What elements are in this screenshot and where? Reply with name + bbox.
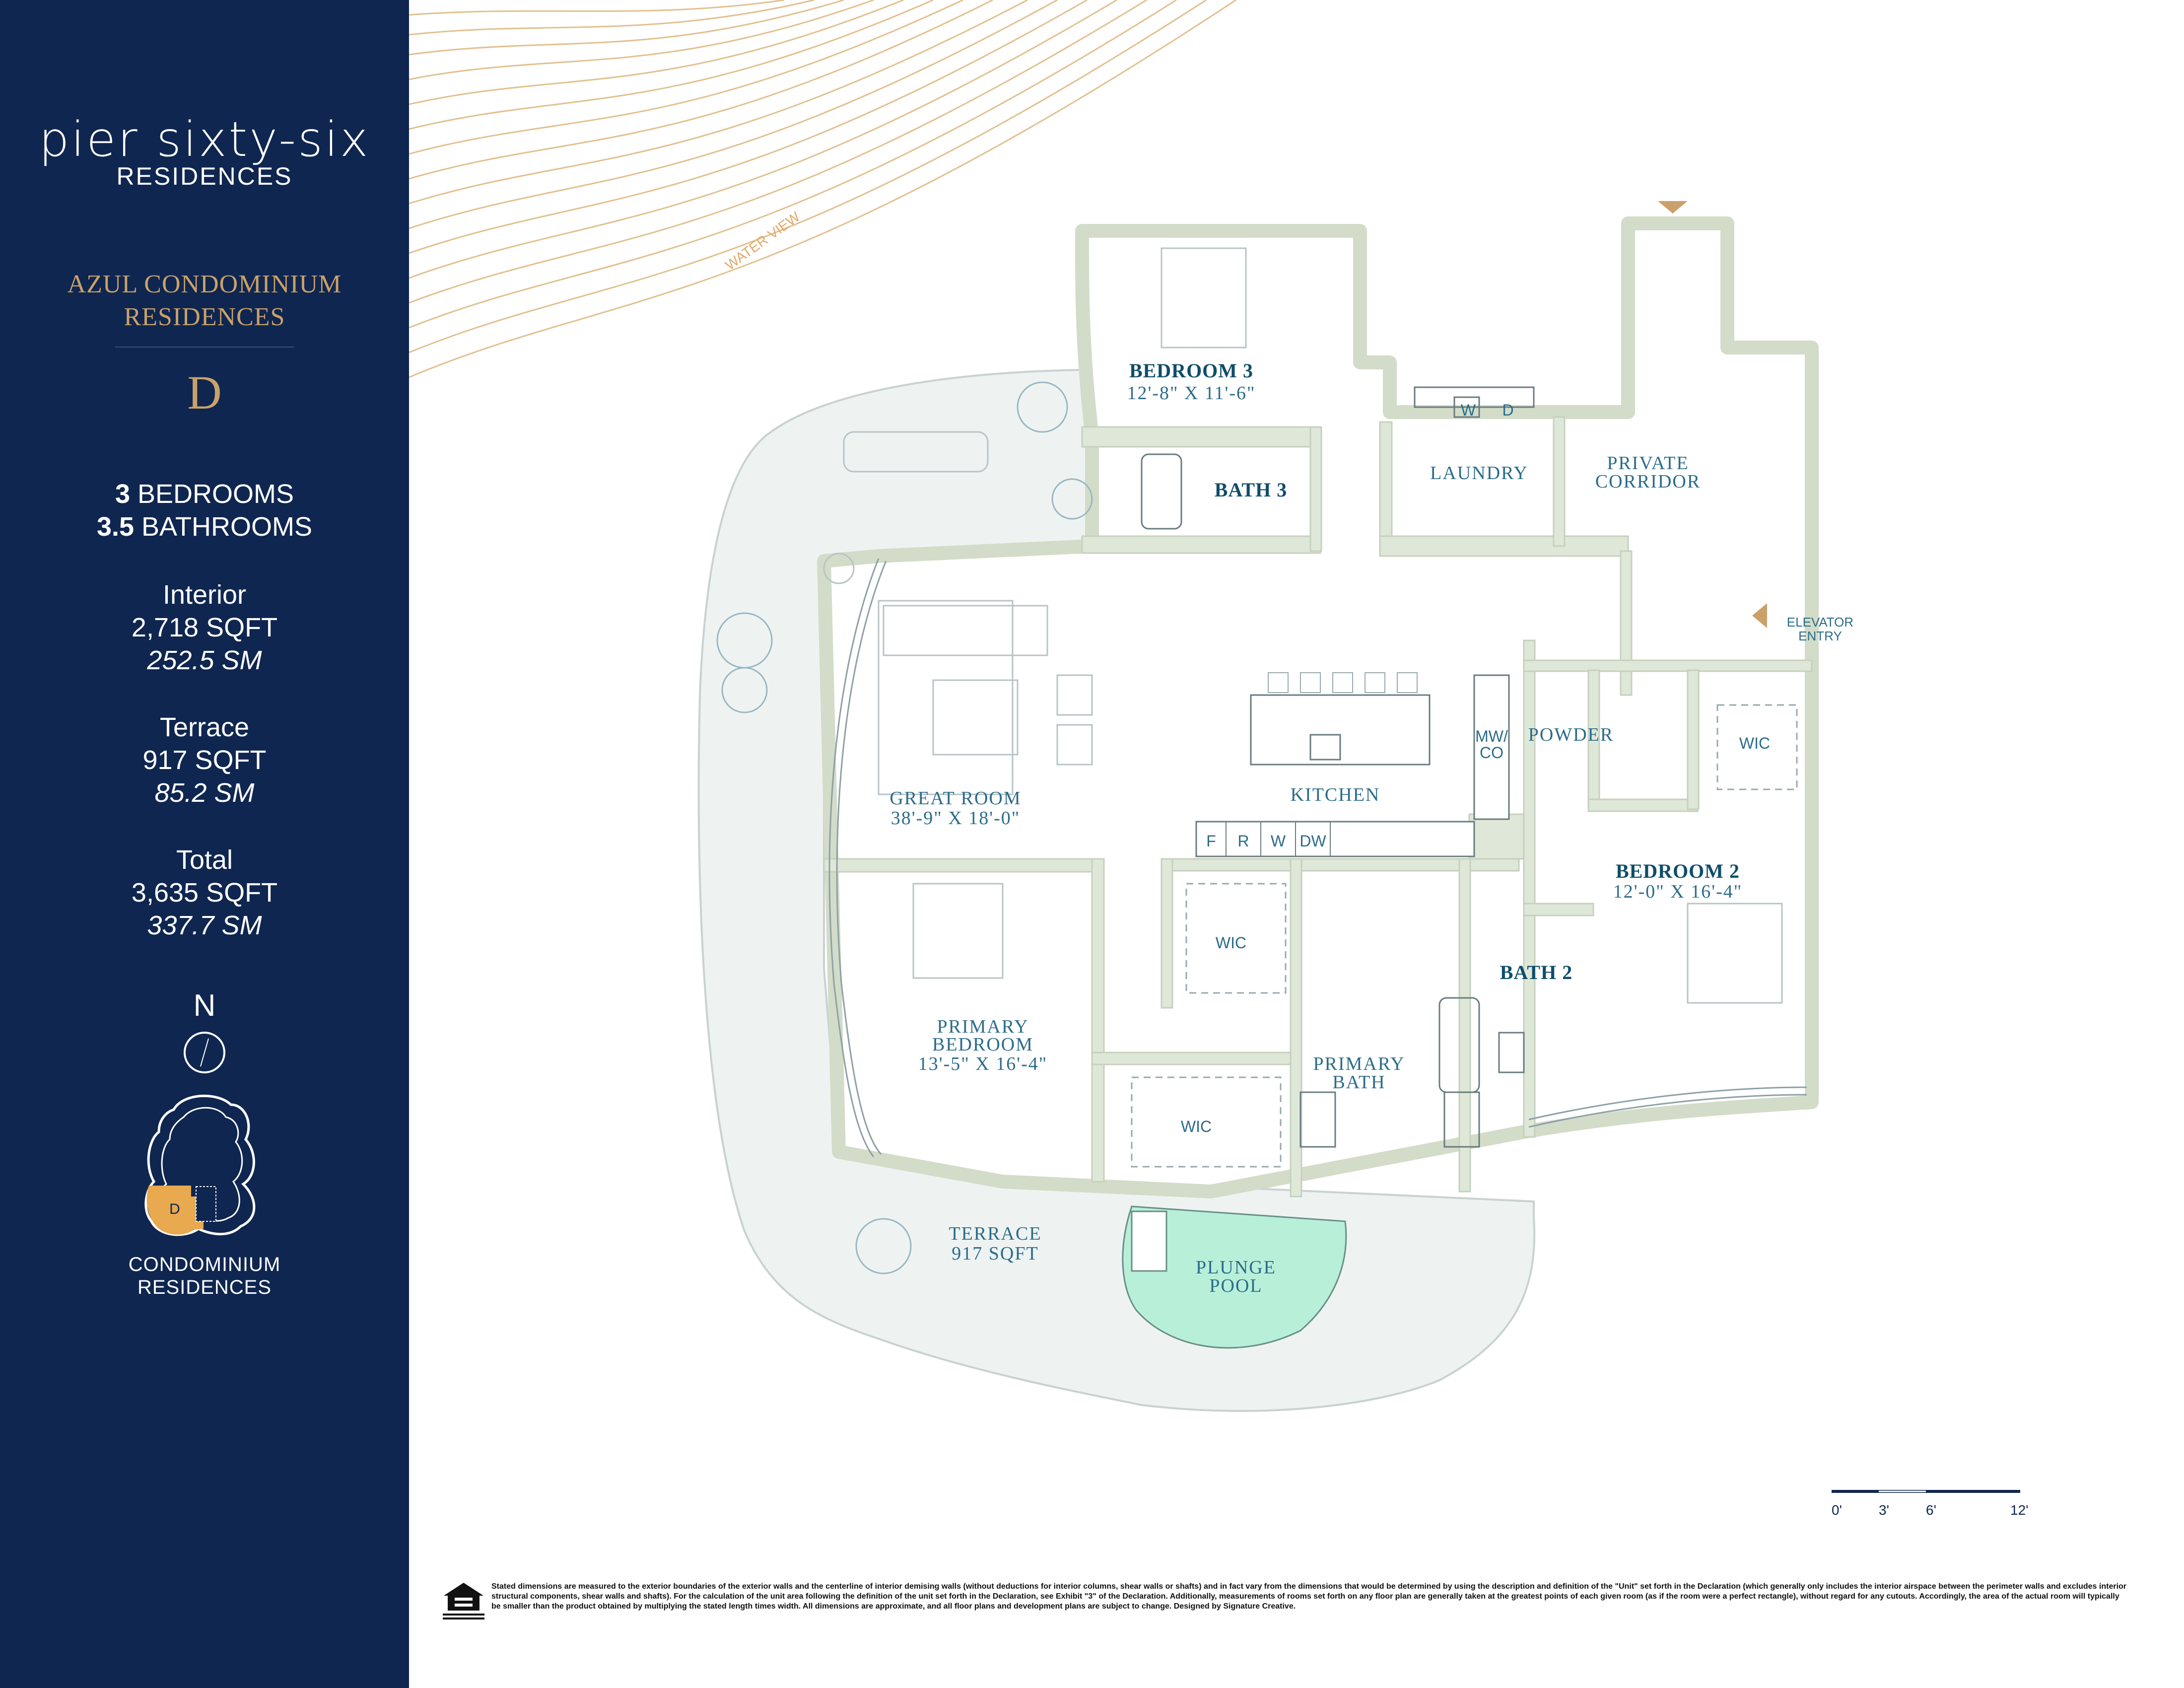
scale-label-0: 0' [1832, 1502, 1842, 1518]
plunge-pool [1122, 1205, 1347, 1349]
appliance-labels: F R W DW [1206, 822, 1331, 856]
legal-disclaimer: Stated dimensions are measured to the ex… [491, 1582, 2127, 1611]
unit-letter: D [187, 366, 222, 419]
bedroom3-dims: 12'-8" X 11'-6" [1127, 383, 1255, 404]
sidebar: pier sixty-six RESIDENCES AZUL CONDOMINI… [0, 0, 409, 1688]
beds [912, 247, 1783, 1004]
interior-sm: 252.5 SM [147, 645, 262, 675]
windows [828, 558, 1807, 1157]
entry-marker-icon [1658, 201, 1688, 213]
primary-bedroom-dims: 13'-5" X 16'-4" [918, 1054, 1047, 1074]
total-sm: 337.7 SM [147, 911, 262, 940]
plunge-pool-label-2: POOL [1209, 1275, 1262, 1296]
scale-label-6: 6' [1926, 1502, 1936, 1518]
bedroom2-dims: 12'-0" X 16'-4" [1613, 881, 1742, 902]
divider [115, 347, 294, 348]
total-label: Total [176, 845, 233, 875]
elevator-entry-label-2: ENTRY [1798, 629, 1842, 643]
bedroom2-label: BEDROOM 2 [1616, 860, 1740, 882]
kitchen-label: KITCHEN [1291, 784, 1380, 805]
bathrooms-stat: 3.5 BATHROOMS [96, 512, 313, 542]
mwco-label-2: CO [1480, 744, 1503, 762]
bath-fixtures [1141, 386, 1535, 1148]
great-room-dims: 38'-9" X 18'-0" [891, 808, 1020, 829]
bath3-label: BATH 3 [1215, 479, 1287, 501]
bedrooms-stat: 3 BEDROOMS [115, 479, 294, 509]
wic-label-primary: WIC [1216, 934, 1246, 952]
mwco-cabinet [1473, 674, 1510, 820]
elevator-entry-label-1: ELEVATOR [1787, 615, 1853, 630]
terrace-label: TERRACE [949, 1223, 1041, 1244]
equal-housing-logo [443, 1583, 484, 1619]
scale-label-12: 12' [2010, 1502, 2029, 1518]
plunge-pool-label-1: PLUNGE [1196, 1257, 1276, 1278]
primary-bath-label-2: BATH [1332, 1072, 1385, 1093]
brand-logo: pier sixty-six [39, 112, 370, 167]
terrace-area: 917 SQFT [952, 1243, 1038, 1264]
kitchen-counter [1195, 821, 1475, 857]
wic-label-primary-2: WIC [1181, 1118, 1212, 1135]
washer-label: W [1461, 401, 1476, 419]
private-corridor-label-2: CORRIDOR [1595, 471, 1701, 492]
collection-name: AZUL CONDOMINIUM RESIDENCES [67, 270, 342, 331]
appliance-w: W [1271, 832, 1286, 850]
appliance-dw: DW [1299, 832, 1326, 850]
terrace-sqft: 917 SQFT [142, 745, 267, 775]
interior-sqft: 2,718 SQFT [131, 613, 278, 642]
keyplan-label: CONDOMINIUM RESIDENCES [128, 1254, 281, 1298]
brand-subtitle: RESIDENCES [116, 162, 293, 190]
great-room-label: GREAT ROOM [889, 788, 1021, 809]
plant-icons [716, 381, 1093, 1274]
scale-label-3: 3' [1879, 1502, 1889, 1518]
terrace [697, 368, 1536, 1412]
svg-text:D: D [169, 1201, 180, 1217]
closets [1131, 704, 1798, 1168]
dryer-label: D [1502, 401, 1513, 419]
private-corridor-label-1: PRIVATE [1607, 453, 1689, 474]
interior-label: Interior [162, 580, 247, 610]
north-label: N [193, 988, 216, 1023]
scale-bar: 0' 3' 6' 12' [1832, 1490, 2029, 1518]
primary-bedroom-label-1: PRIMARY [937, 1016, 1028, 1037]
total-sqft: 3,635 SQFT [131, 878, 278, 908]
water-view-label: WATER VIEW [722, 209, 803, 273]
bath2-label: BATH 2 [1500, 961, 1572, 984]
kitchen-island [1250, 672, 1431, 766]
floor-plan: WATER VIEW [409, 0, 1853, 1412]
keyplan-map: D [144, 1094, 256, 1236]
primary-bedroom-label-2: BEDROOM [932, 1034, 1033, 1055]
wic-label-bedroom2: WIC [1739, 734, 1770, 752]
laundry-label: LAUNDRY [1430, 463, 1528, 484]
appliance-f: F [1206, 832, 1216, 850]
living-furniture [823, 431, 1093, 795]
pool-steps [1131, 1210, 1167, 1272]
mwco-label-1: MW/ [1475, 727, 1508, 745]
bedroom3-label: BEDROOM 3 [1129, 359, 1253, 382]
appliance-r: R [1237, 832, 1249, 850]
elevator-arrow-icon [1752, 603, 1767, 628]
interior-walls [823, 416, 1813, 1197]
terrace-label: Terrace [159, 712, 250, 742]
powder-label: POWDER [1528, 724, 1614, 745]
water-contours [409, 0, 1236, 378]
compass-icon [184, 1032, 225, 1073]
primary-bath-label-1: PRIMARY [1313, 1054, 1405, 1074]
terrace-sm: 85.2 SM [154, 778, 255, 808]
